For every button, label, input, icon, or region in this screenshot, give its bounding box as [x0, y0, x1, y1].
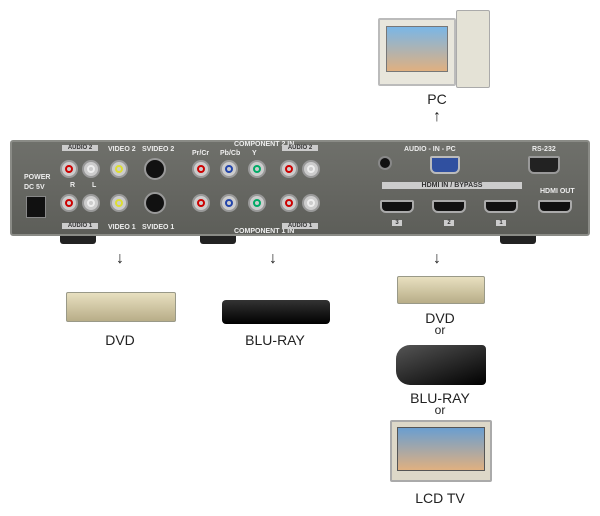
hdmi-in-3-port[interactable]: [380, 200, 414, 213]
or-label: or: [434, 403, 446, 417]
audio2-r-jack[interactable]: [60, 160, 78, 178]
power-jack[interactable]: [26, 196, 46, 218]
arrow-down-icon: ↓: [269, 250, 277, 267]
hdmi-number-3: 3: [392, 220, 402, 226]
r-label: R: [70, 182, 76, 189]
pb-label: Pb/Cb: [220, 150, 241, 157]
video1-label: VIDEO 1: [108, 224, 136, 231]
component1-pb-jack[interactable]: [220, 194, 238, 212]
audio1-r-jack[interactable]: [60, 194, 78, 212]
component2-label: COMPONENT 2 IN: [234, 141, 295, 148]
pc-tower-image: [456, 10, 490, 88]
component1-pr-jack[interactable]: [192, 194, 210, 212]
pc-label: PC: [427, 91, 447, 107]
audio2-tag: AUDIO 2: [62, 145, 98, 151]
panel-foot: [200, 236, 236, 244]
hdmi-out-label: HDMI OUT: [540, 188, 575, 195]
comp-audio1-r-jack[interactable]: [280, 194, 298, 212]
comp-audio1-tag: AUDIO 1: [282, 223, 318, 229]
dvd-label-right: DVD: [425, 310, 455, 326]
component2-pb-jack[interactable]: [220, 160, 238, 178]
video1-jack[interactable]: [110, 194, 128, 212]
l-label: L: [92, 182, 97, 189]
hdmi-in-1-port[interactable]: [484, 200, 518, 213]
audio1-tag: AUDIO 1: [62, 223, 98, 229]
hdmi-in-label: HDMI IN / BYPASS: [382, 182, 522, 189]
component2-y-jack[interactable]: [248, 160, 266, 178]
vga-port[interactable]: [430, 156, 460, 174]
hdmi-number-2: 2: [444, 220, 454, 226]
arrow-down-icon: ↓: [433, 250, 441, 267]
audio2-l-jack[interactable]: [82, 160, 100, 178]
audio-in-pc-label: AUDIO - IN - PC: [404, 146, 456, 153]
dvd-player-image: [66, 292, 176, 322]
component1-y-jack[interactable]: [248, 194, 266, 212]
comp-audio1-l-jack[interactable]: [302, 194, 320, 212]
rs232-port[interactable]: [528, 156, 560, 174]
power-label: POWER: [24, 174, 51, 181]
bluray-label: BLU-RAY: [245, 332, 305, 348]
comp-audio2-tag: AUDIO 2: [282, 145, 318, 151]
switch-rear-panel: POWER DC 5V AUDIO 2 AUDIO 1 R L VIDEO 2 …: [10, 140, 590, 236]
svideo2-jack[interactable]: [144, 158, 166, 180]
comp-audio2-l-jack[interactable]: [302, 160, 320, 178]
arrow-down-icon: ↓: [116, 250, 124, 267]
lcd-tv-image: [390, 420, 492, 482]
pr-label: Pr/Cr: [192, 150, 210, 157]
or-label: or: [434, 323, 446, 337]
dvd-label: DVD: [105, 332, 135, 348]
panel-foot: [500, 236, 536, 244]
power-spec-label: DC 5V: [24, 184, 45, 191]
pc-monitor-image: [378, 18, 456, 86]
bluray-label-right: BLU-RAY: [410, 390, 470, 406]
comp-audio2-r-jack[interactable]: [280, 160, 298, 178]
svideo1-label: SVIDEO 1: [142, 224, 175, 231]
lcd-tv-label: LCD TV: [415, 490, 465, 506]
rs232-label: RS-232: [532, 146, 556, 153]
y-label: Y: [252, 150, 257, 157]
svideo1-jack[interactable]: [144, 192, 166, 214]
hdmi-out-port[interactable]: [538, 200, 572, 213]
dvd-player-image: [397, 276, 485, 304]
hdmi-in-2-port[interactable]: [432, 200, 466, 213]
hdmi-number-1: 1: [496, 220, 506, 226]
arrow-up-icon: ↑: [433, 108, 441, 125]
audio1-l-jack[interactable]: [82, 194, 100, 212]
component2-pr-jack[interactable]: [192, 160, 210, 178]
pc-audio-jack[interactable]: [378, 156, 392, 170]
game-console-image: [396, 345, 486, 385]
svideo2-label: SVIDEO 2: [142, 146, 175, 153]
bluray-player-image: [222, 300, 330, 324]
component1-label: COMPONENT 1 IN: [234, 228, 295, 235]
panel-foot: [60, 236, 96, 244]
video2-label: VIDEO 2: [108, 146, 136, 153]
video2-jack[interactable]: [110, 160, 128, 178]
